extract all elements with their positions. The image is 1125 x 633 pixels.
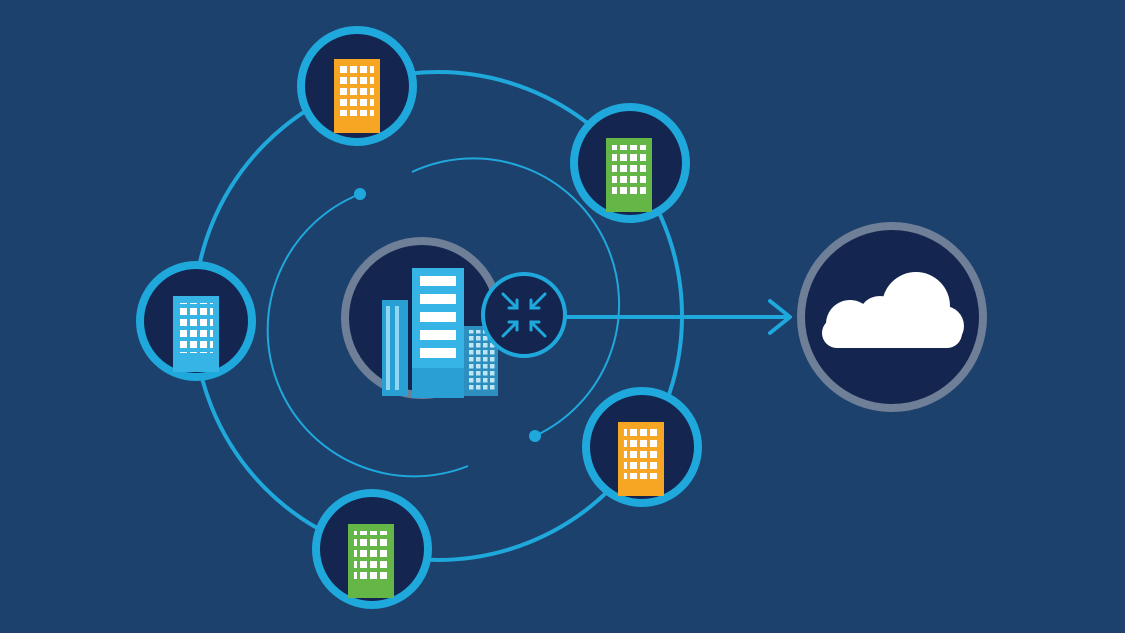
node-branch-bottom xyxy=(312,489,432,609)
inner-arc-right xyxy=(411,157,621,437)
node-branch-left xyxy=(136,261,256,381)
building-icon xyxy=(348,524,394,598)
node-cloud xyxy=(797,222,987,412)
building-icon xyxy=(334,59,380,133)
hub-central-campus xyxy=(341,237,503,399)
inner-arc-dot-bottom xyxy=(529,430,541,442)
node-branch-lower-right xyxy=(582,387,702,507)
cloud-icon xyxy=(822,272,964,348)
building-icon xyxy=(173,296,219,372)
node-branch-top xyxy=(297,26,417,146)
building-cluster-icon xyxy=(382,268,498,398)
inner-arc-left xyxy=(266,193,469,478)
router-badge xyxy=(481,272,567,358)
building-icon xyxy=(606,138,652,212)
arrow-right-icon xyxy=(565,299,792,335)
router-icon xyxy=(501,292,547,338)
building-icon xyxy=(618,422,664,496)
node-branch-upper-right xyxy=(570,103,690,223)
inner-arc-dot-top xyxy=(354,188,366,200)
